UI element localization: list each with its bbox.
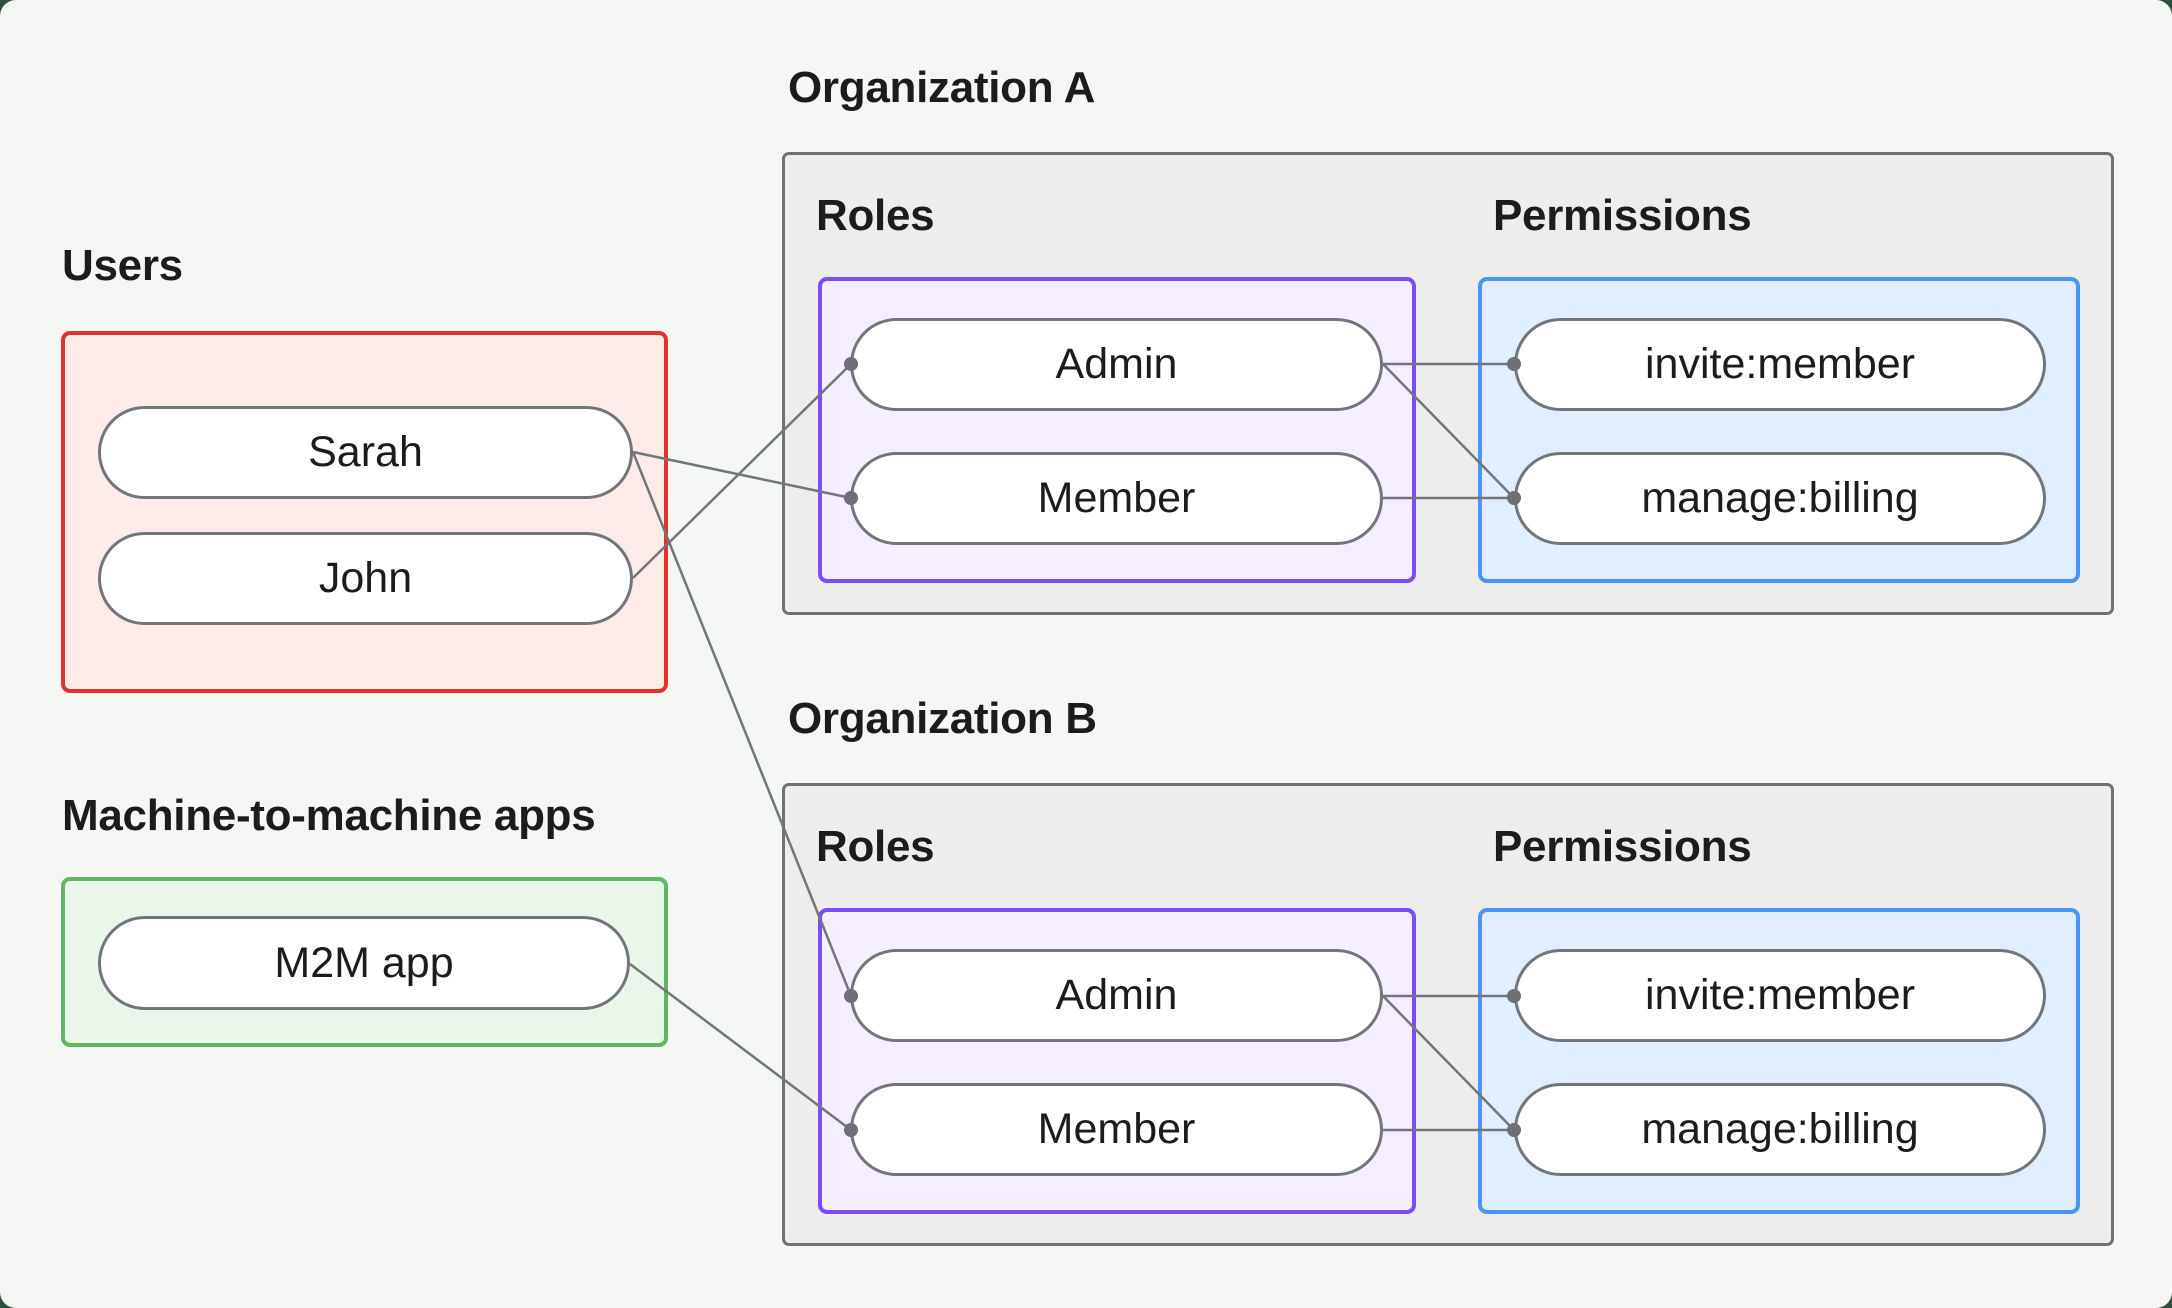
org-b-title: Organization B	[788, 694, 1097, 743]
org-a-title: Organization A	[788, 63, 1096, 112]
node-org-b-role-member: Member	[850, 1083, 1383, 1176]
node-org-b-permission-manage-billing: manage:billing	[1514, 1083, 2046, 1176]
node-org-a-role-member: Member	[850, 452, 1383, 545]
node-org-b-role-admin: Admin	[850, 949, 1383, 1042]
node-org-a-role-admin: Admin	[850, 318, 1383, 411]
node-user-john: John	[98, 532, 633, 625]
node-m2m-app: M2M app	[98, 916, 630, 1010]
org-b-roles-label: Roles	[816, 822, 935, 871]
node-org-a-permission-manage-billing: manage:billing	[1514, 452, 2046, 545]
users-group-box	[61, 331, 668, 693]
node-user-sarah: Sarah	[98, 406, 633, 499]
org-a-permissions-label: Permissions	[1493, 191, 1752, 240]
users-group-label: Users	[62, 241, 183, 290]
org-a-roles-label: Roles	[816, 191, 935, 240]
org-b-permissions-label: Permissions	[1493, 822, 1752, 871]
node-org-b-permission-invite-member: invite:member	[1514, 949, 2046, 1042]
m2m-group-label: Machine-to-machine apps	[62, 791, 596, 840]
node-org-a-permission-invite-member: invite:member	[1514, 318, 2046, 411]
